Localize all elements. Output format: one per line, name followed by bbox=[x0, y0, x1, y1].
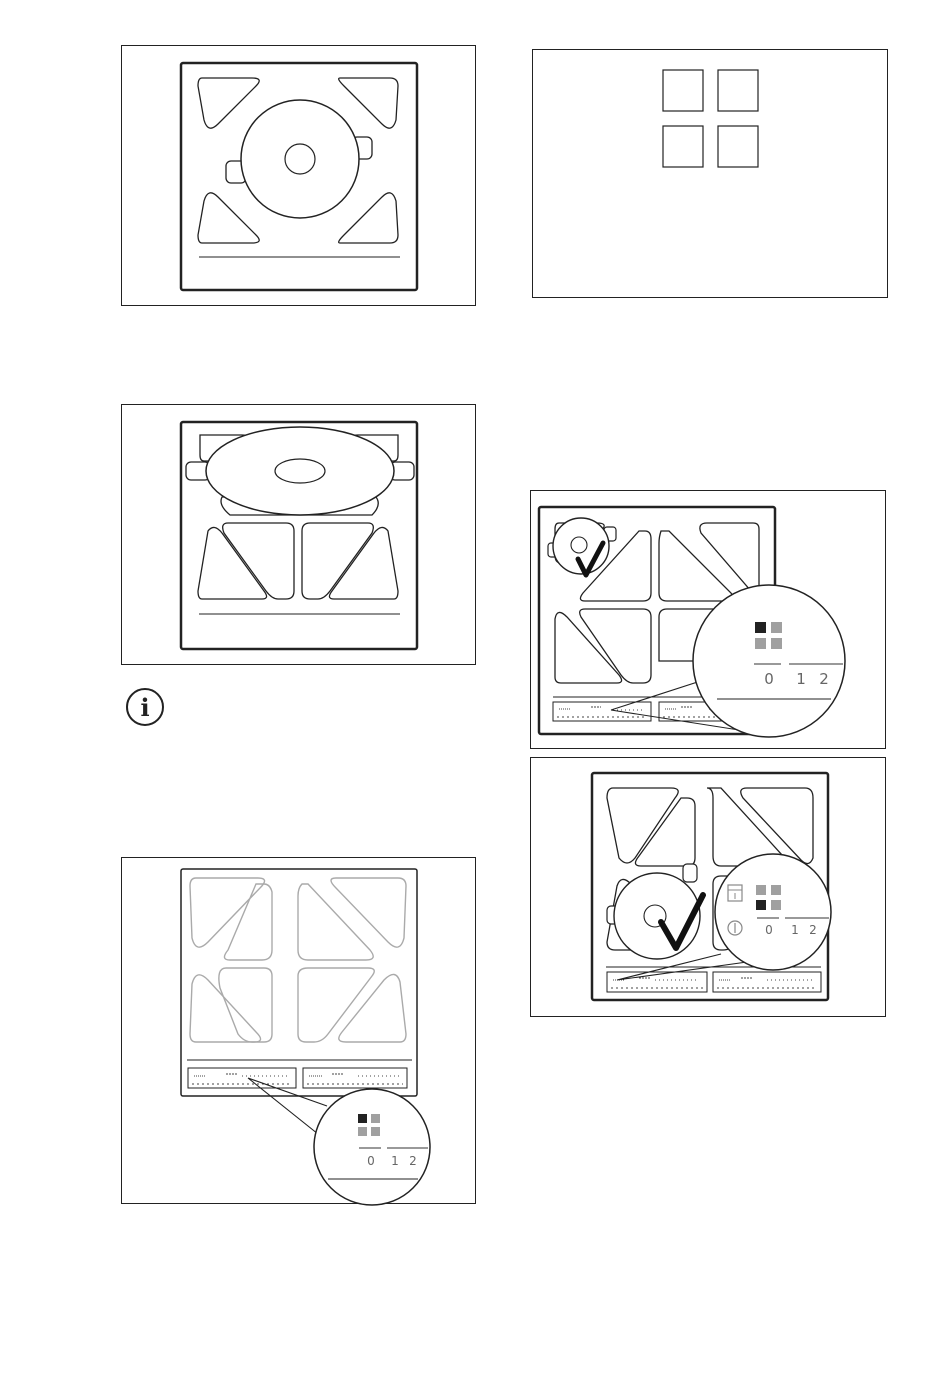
level-label: 2 bbox=[809, 923, 817, 937]
figure-bridge-detected: 0 1 2 bbox=[530, 490, 886, 749]
zone-indicator bbox=[771, 638, 782, 649]
zone-indicator bbox=[771, 622, 782, 633]
figure-control-off: 0 1 2 bbox=[121, 857, 476, 1204]
magnifier-callout bbox=[715, 854, 831, 970]
level-label: 1 bbox=[791, 923, 799, 937]
hob-diagram bbox=[122, 405, 477, 666]
zone-indicator-active bbox=[756, 900, 766, 910]
oval-pan bbox=[206, 427, 394, 515]
figure-manual-bridge: 0 1 2 bbox=[530, 757, 886, 1017]
zone-indicator-active bbox=[358, 1114, 367, 1123]
hob-diagram: 0 1 2 bbox=[122, 858, 477, 1205]
pot bbox=[614, 873, 700, 959]
zone-square-2 bbox=[718, 70, 758, 111]
zone-indicator bbox=[358, 1127, 367, 1136]
level-label: 1 bbox=[391, 1154, 399, 1168]
zone-indicator-active bbox=[755, 622, 766, 633]
zone-indicator bbox=[771, 885, 781, 895]
zone-square-1 bbox=[663, 70, 703, 111]
hob-diagram: 0 1 2 bbox=[531, 491, 887, 750]
info-icon-glyph: i bbox=[140, 693, 149, 722]
level-label: 2 bbox=[409, 1154, 417, 1168]
zone-square-4 bbox=[718, 126, 758, 167]
figure-round-pot bbox=[121, 45, 476, 306]
zone-indicator bbox=[771, 900, 781, 910]
level-label: 2 bbox=[819, 670, 829, 688]
hob-diagram bbox=[122, 46, 477, 307]
zone-grid-diagram bbox=[533, 50, 889, 299]
zone-indicator bbox=[756, 885, 766, 895]
hob-diagram: 0 1 2 bbox=[531, 758, 887, 1018]
zone-indicator bbox=[371, 1127, 380, 1136]
level-label: 0 bbox=[764, 670, 774, 688]
info-icon: i bbox=[125, 687, 165, 727]
level-label: 0 bbox=[765, 923, 773, 937]
level-label: 1 bbox=[796, 670, 806, 688]
magnifier-callout bbox=[693, 585, 845, 737]
figure-zone-grid bbox=[532, 49, 888, 298]
zone-square-3 bbox=[663, 126, 703, 167]
level-label: 0 bbox=[367, 1154, 375, 1168]
round-pot bbox=[241, 100, 359, 218]
zone-indicator bbox=[371, 1114, 380, 1123]
zone-indicator bbox=[755, 638, 766, 649]
figure-oval-pan bbox=[121, 404, 476, 665]
